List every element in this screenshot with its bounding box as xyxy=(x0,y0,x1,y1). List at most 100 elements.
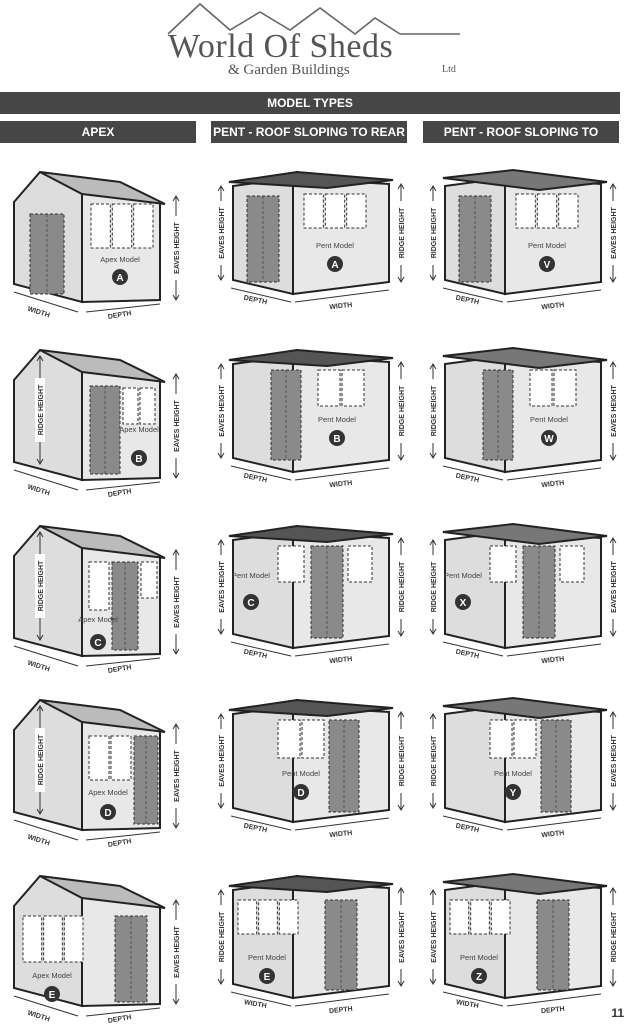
logo: World Of Sheds & Garden Buildings Ltd xyxy=(160,0,470,86)
width-label: WIDTH xyxy=(541,302,565,311)
width-label: WIDTH xyxy=(243,999,267,1010)
model-letter-badge: B xyxy=(135,454,142,465)
model-letter-badge: E xyxy=(49,990,56,1001)
left-height-label: RIDGE HEIGHT xyxy=(431,735,438,786)
width-label: WIDTH xyxy=(26,484,50,498)
pent-rear-column-header: PENT - ROOF SLOPING TO REAR xyxy=(211,121,407,143)
shed-caption: Pent Model xyxy=(444,571,482,580)
left-height-label: EAVES HEIGHT xyxy=(219,560,226,612)
shed-caption: Pent Model xyxy=(318,415,356,424)
right-height-label: EAVES HEIGHT xyxy=(611,734,618,786)
right-height-label: EAVES HEIGHT xyxy=(399,910,406,962)
right-height-label: EAVES HEIGHT xyxy=(611,560,618,612)
depth-label: DEPTH xyxy=(243,649,268,661)
eaves-height-label: EAVES HEIGHT xyxy=(174,575,181,627)
depth-label: DEPTH xyxy=(455,473,480,485)
left-height-label: RIDGE HEIGHT xyxy=(431,207,438,258)
left-height-label: RIDGE HEIGHT xyxy=(219,911,226,962)
depth-label: DEPTH xyxy=(329,1006,353,1015)
eaves-height-label: EAVES HEIGHT xyxy=(174,925,181,977)
brand-subtitle: & Garden Buildings xyxy=(228,62,350,78)
depth-label: DEPTH xyxy=(455,295,480,307)
model-letter-badge: V xyxy=(544,260,551,271)
model-letter-badge: A xyxy=(116,273,123,284)
model-letter-badge: E xyxy=(264,972,271,983)
right-height-label: EAVES HEIGHT xyxy=(611,384,618,436)
width-label: WIDTH xyxy=(455,999,479,1010)
ridge-height-label: RIDGE HEIGHT xyxy=(38,734,45,785)
model-types-header: MODEL TYPES xyxy=(0,92,620,114)
shed-caption: Pent Model xyxy=(460,953,498,962)
left-height-label: EAVES HEIGHT xyxy=(219,734,226,786)
depth-label: DEPTH xyxy=(243,295,268,307)
depth-label: DEPTH xyxy=(107,1014,132,1025)
shed-caption: Apex Model xyxy=(32,971,72,980)
ridge-height-label: RIDGE HEIGHT xyxy=(38,560,45,611)
model-letter-badge: Y xyxy=(510,788,517,799)
model-letter-badge: D xyxy=(104,808,111,819)
width-label: WIDTH xyxy=(541,830,565,839)
right-height-label: RIDGE HEIGHT xyxy=(399,735,406,786)
depth-label: DEPTH xyxy=(455,649,480,661)
shed-caption: Apex Model xyxy=(88,788,128,797)
apex-column-header: APEX xyxy=(0,121,196,143)
shed-caption: Pent Model xyxy=(530,415,568,424)
right-height-label: RIDGE HEIGHT xyxy=(399,207,406,258)
width-label: WIDTH xyxy=(329,656,353,665)
model-letter-badge: Z xyxy=(476,972,482,983)
shed-caption: Pent Model xyxy=(494,769,532,778)
left-height-label: RIDGE HEIGHT xyxy=(431,385,438,436)
right-height-label: RIDGE HEIGHT xyxy=(399,561,406,612)
width-label: WIDTH xyxy=(26,1010,50,1024)
left-height-label: EAVES HEIGHT xyxy=(219,384,226,436)
left-height-label: RIDGE HEIGHT xyxy=(431,561,438,612)
model-letter-badge: A xyxy=(331,260,338,271)
right-height-label: EAVES HEIGHT xyxy=(611,206,618,258)
right-height-label: RIDGE HEIGHT xyxy=(399,385,406,436)
model-letter-badge: B xyxy=(333,434,340,445)
brand-name: World Of Sheds xyxy=(168,28,394,65)
shed-caption: Pent Model xyxy=(528,241,566,250)
shed-caption: Pent Model xyxy=(248,953,286,962)
shed-caption: Apex Model xyxy=(119,425,159,434)
left-height-label: EAVES HEIGHT xyxy=(219,206,226,258)
shed-caption: Apex Model xyxy=(100,255,140,264)
model-letter-badge: D xyxy=(297,788,304,799)
shed-caption: Apex Model xyxy=(78,615,118,624)
depth-label: DEPTH xyxy=(243,823,268,835)
model-letter-badge: W xyxy=(544,434,554,445)
right-height-label: RIDGE HEIGHT xyxy=(611,911,618,962)
shed-caption: Pent Model xyxy=(282,769,320,778)
width-label: WIDTH xyxy=(329,830,353,839)
roofline-logo-icon xyxy=(167,2,460,36)
depth-label: DEPTH xyxy=(455,823,480,835)
width-label: WIDTH xyxy=(26,660,50,674)
shed-caption: Pent Model xyxy=(232,571,270,580)
shed-caption: Pent Model xyxy=(316,241,354,250)
width-label: WIDTH xyxy=(541,480,565,489)
depth-label: DEPTH xyxy=(107,664,132,675)
eaves-height-label: EAVES HEIGHT xyxy=(174,399,181,451)
